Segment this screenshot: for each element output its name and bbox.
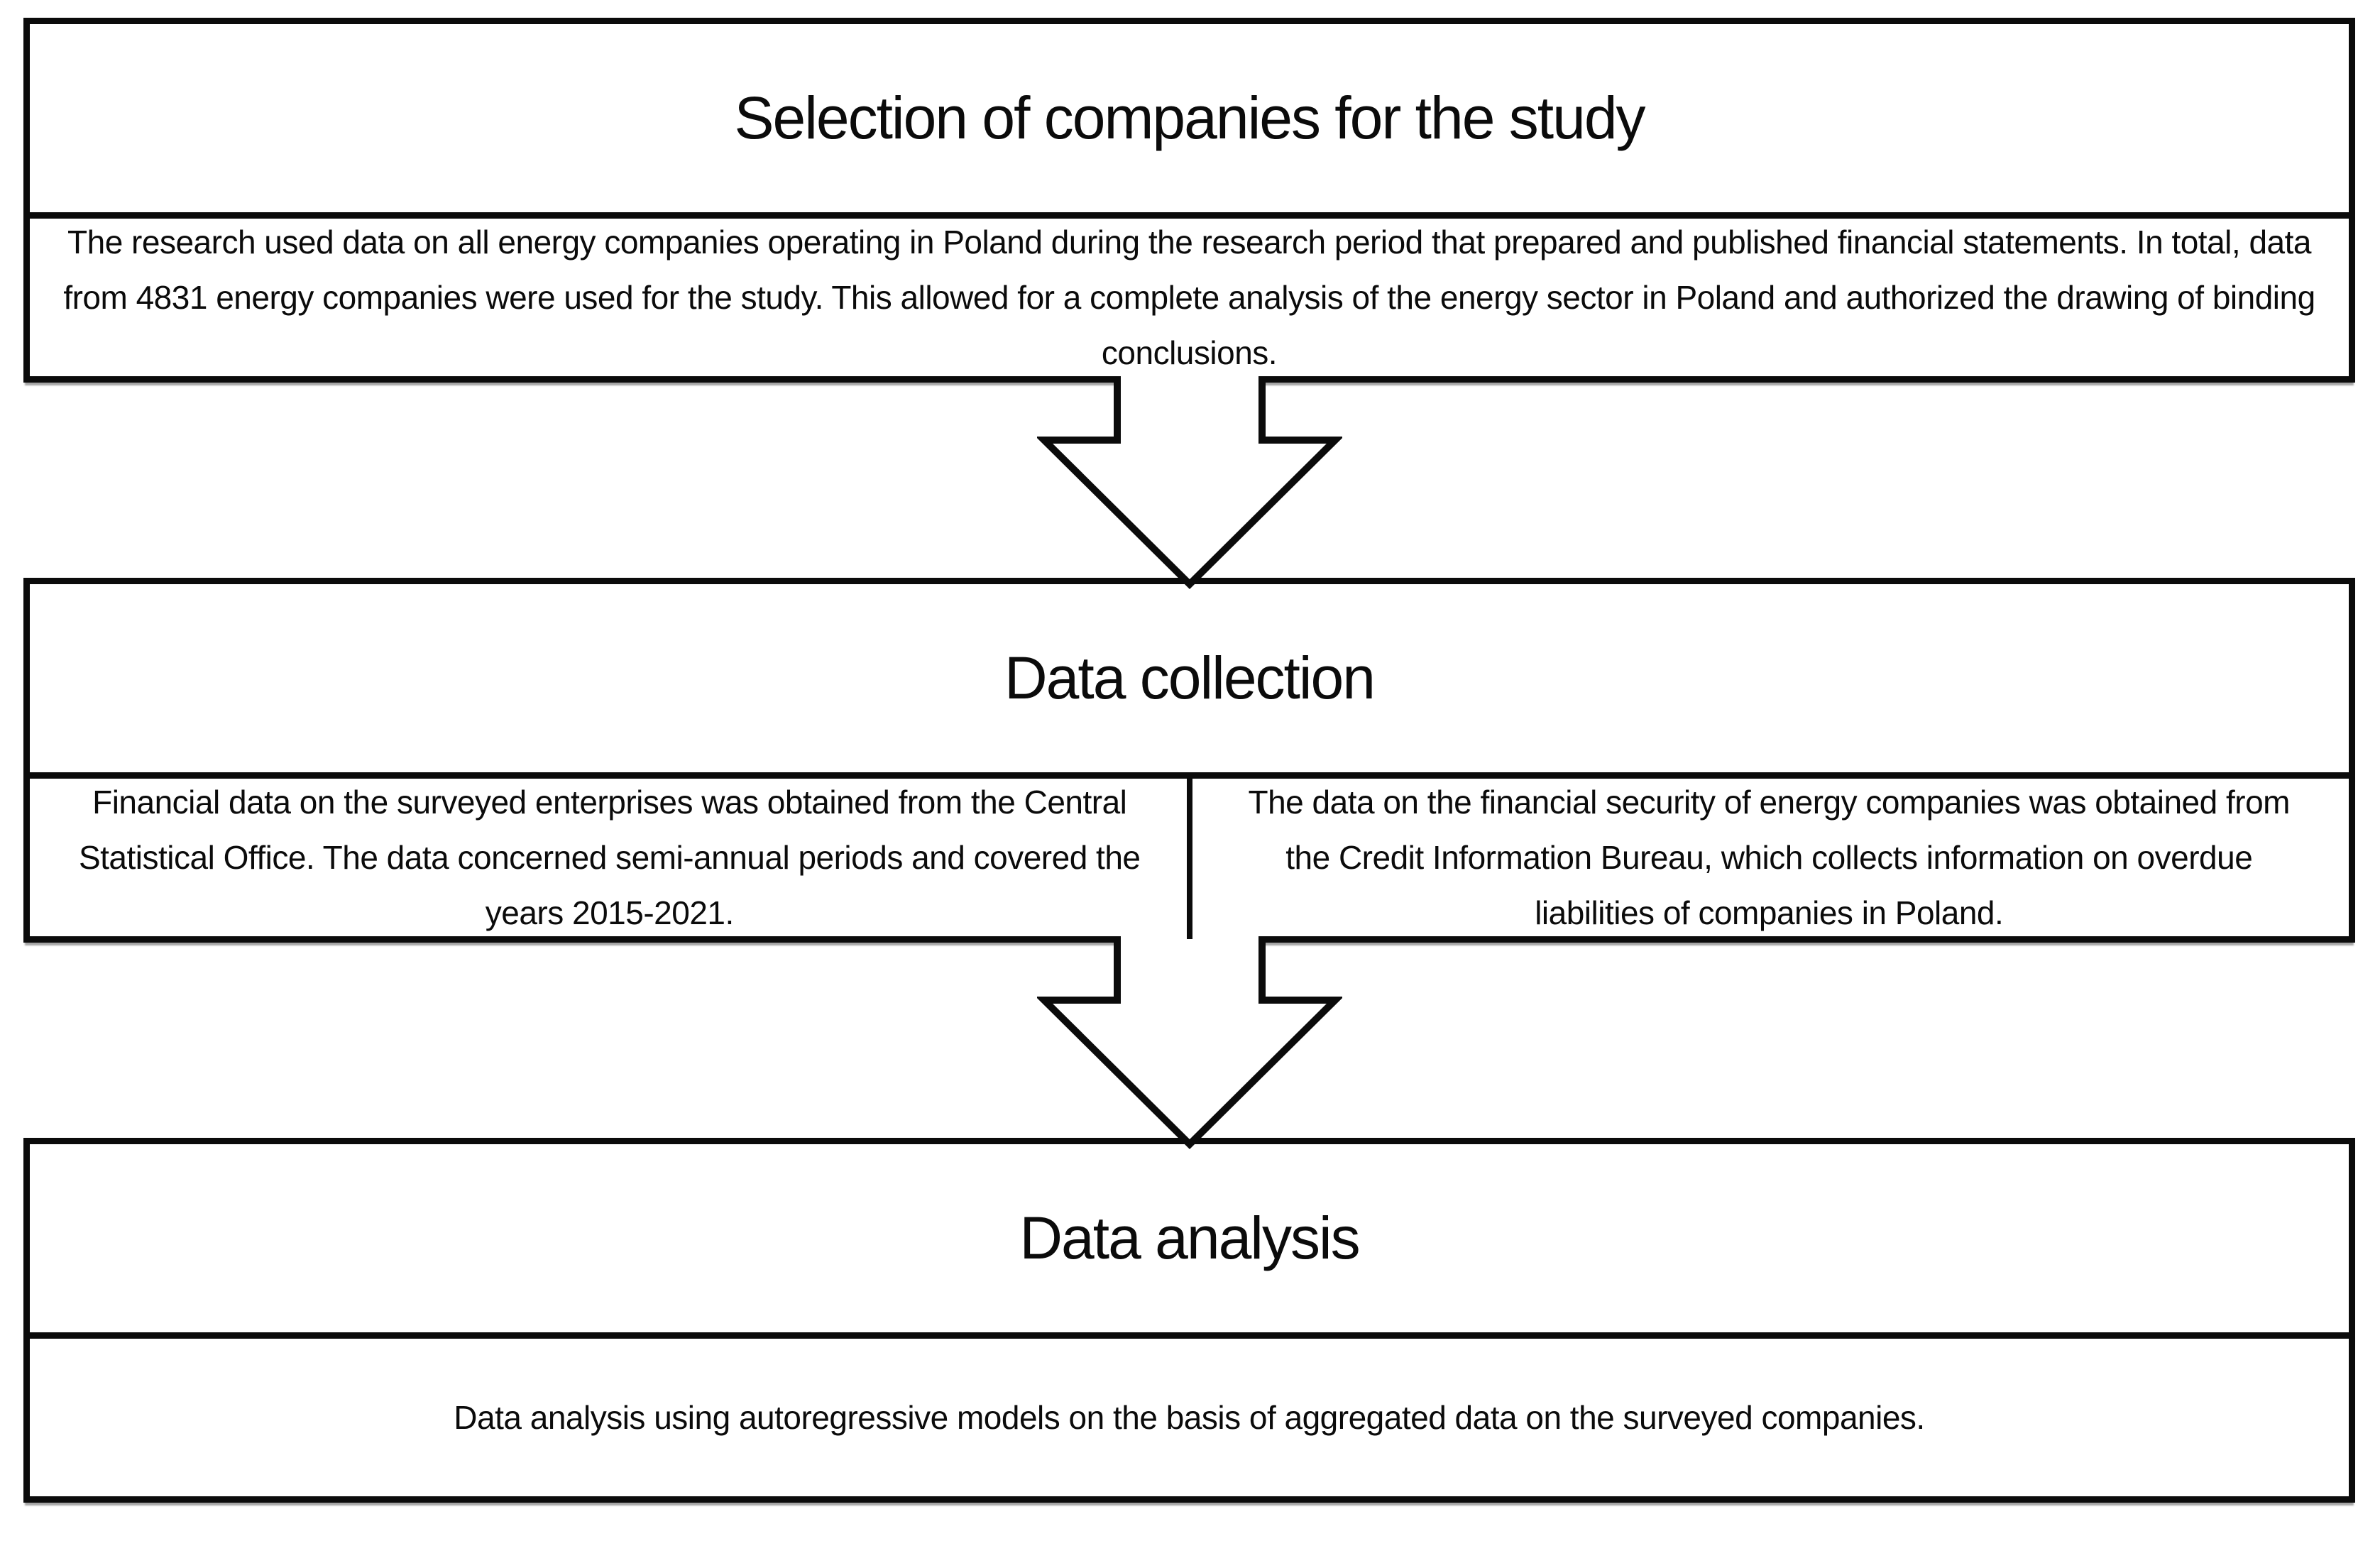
- step-description-row: Data analysis using autoregressive model…: [23, 1332, 2355, 1503]
- step-description-cell: The research used data on all energy com…: [30, 219, 2349, 376]
- step-description-text: The data on the financial security of en…: [1248, 784, 2290, 931]
- step-description-row: Financial data on the surveyed enterpris…: [23, 772, 2355, 943]
- step-title-box: Data analysis: [23, 1138, 2355, 1339]
- step-description-cell-right: The data on the financial security of en…: [1190, 779, 2349, 936]
- flow-connector-2: [23, 936, 2355, 1150]
- step-description-cell: Data analysis using autoregressive model…: [30, 1339, 2349, 1496]
- step-selection-of-companies: Selection of companies for the study The…: [23, 18, 2355, 383]
- step-title: Selection of companies for the study: [734, 84, 1645, 151]
- flow-diagram: Selection of companies for the study The…: [23, 18, 2355, 1503]
- vertical-divider: [1186, 779, 1192, 939]
- step-title-box: Selection of companies for the study: [23, 18, 2355, 219]
- step-description-row: The research used data on all energy com…: [23, 212, 2355, 383]
- step-data-analysis: Data analysis Data analysis using autore…: [23, 1138, 2355, 1503]
- down-arrow-icon: [1036, 376, 1342, 590]
- step-title-box: Data collection: [23, 578, 2355, 779]
- step-description-text: The research used data on all energy com…: [63, 224, 2315, 371]
- flow-connector-1: [23, 376, 2355, 590]
- step-description-cell-left: Financial data on the surveyed enterpris…: [30, 779, 1190, 936]
- step-description-text: Data analysis using autoregressive model…: [454, 1399, 1925, 1436]
- step-title: Data analysis: [1019, 1205, 1360, 1271]
- step-data-collection: Data collection Financial data on the su…: [23, 578, 2355, 943]
- step-description-text: Financial data on the surveyed enterpris…: [78, 784, 1141, 931]
- down-arrow-icon: [1036, 936, 1342, 1150]
- step-title: Data collection: [1004, 645, 1376, 711]
